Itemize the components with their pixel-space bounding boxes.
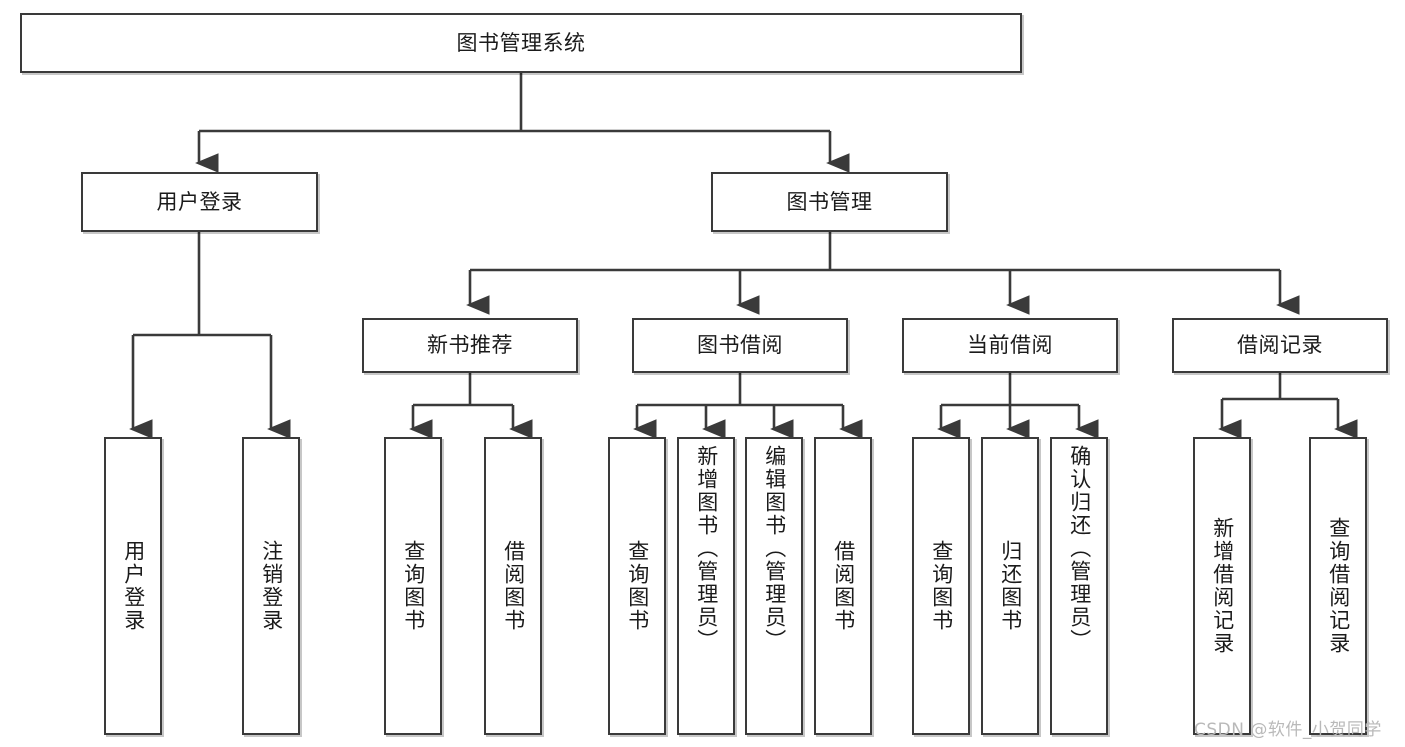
leaf-query-borrow-record-label: 查询借阅记录 [1326,517,1351,655]
leaf-borrow-books-borrow[interactable]: 借阅图书 [814,437,872,735]
leaf-confirm-return-admin-label: 确认归还（管理员） [1067,445,1092,652]
node-book-management-label: 图书管理 [786,189,873,214]
leaf-borrow-books-recommend-label: 借阅图书 [501,540,526,632]
leaf-logout-label: 注销登录 [259,540,284,632]
leaf-query-books-borrow[interactable]: 查询图书 [608,437,666,735]
node-root-label: 图书管理系统 [456,30,586,55]
leaf-borrow-books-borrow-label: 借阅图书 [831,540,856,632]
leaf-add-borrow-record[interactable]: 新增借阅记录 [1193,437,1251,735]
node-borrow-record-label: 借阅记录 [1237,333,1323,358]
leaf-logout[interactable]: 注销登录 [242,437,300,735]
leaf-return-books[interactable]: 归还图书 [981,437,1039,735]
node-current-borrow[interactable]: 当前借阅 [902,318,1118,373]
leaf-edit-book-admin-label: 编辑图书（管理员） [762,445,787,652]
leaf-confirm-return-admin[interactable]: 确认归还（管理员） [1050,437,1108,735]
node-borrow-record[interactable]: 借阅记录 [1172,318,1388,373]
leaf-query-borrow-record[interactable]: 查询借阅记录 [1309,437,1367,735]
leaf-edit-book-admin[interactable]: 编辑图书（管理员） [745,437,803,735]
leaf-query-books-recommend[interactable]: 查询图书 [384,437,442,735]
node-root[interactable]: 图书管理系统 [20,13,1022,73]
node-new-book-recommend[interactable]: 新书推荐 [362,318,578,373]
csdn-watermark: CSDN @软件_小贺同学 [1194,720,1382,740]
node-user-login-label: 用户登录 [156,189,243,214]
leaf-add-book-admin-label: 新增图书（管理员） [694,445,719,652]
leaf-query-books-borrow-label: 查询图书 [625,540,650,632]
node-user-login[interactable]: 用户登录 [81,172,318,232]
leaf-query-books-current-label: 查询图书 [929,540,954,632]
leaf-add-borrow-record-label: 新增借阅记录 [1210,517,1235,655]
node-new-book-recommend-label: 新书推荐 [427,333,513,358]
leaf-add-book-admin[interactable]: 新增图书（管理员） [677,437,735,735]
node-current-borrow-label: 当前借阅 [967,333,1053,358]
leaf-return-books-label: 归还图书 [998,540,1023,632]
leaf-user-login[interactable]: 用户登录 [104,437,162,735]
node-book-management[interactable]: 图书管理 [711,172,948,232]
leaf-user-login-label: 用户登录 [121,540,146,632]
leaf-query-books-recommend-label: 查询图书 [401,540,426,632]
node-book-borrow[interactable]: 图书借阅 [632,318,848,373]
leaf-borrow-books-recommend[interactable]: 借阅图书 [484,437,542,735]
node-book-borrow-label: 图书借阅 [697,333,783,358]
leaf-query-books-current[interactable]: 查询图书 [912,437,970,735]
